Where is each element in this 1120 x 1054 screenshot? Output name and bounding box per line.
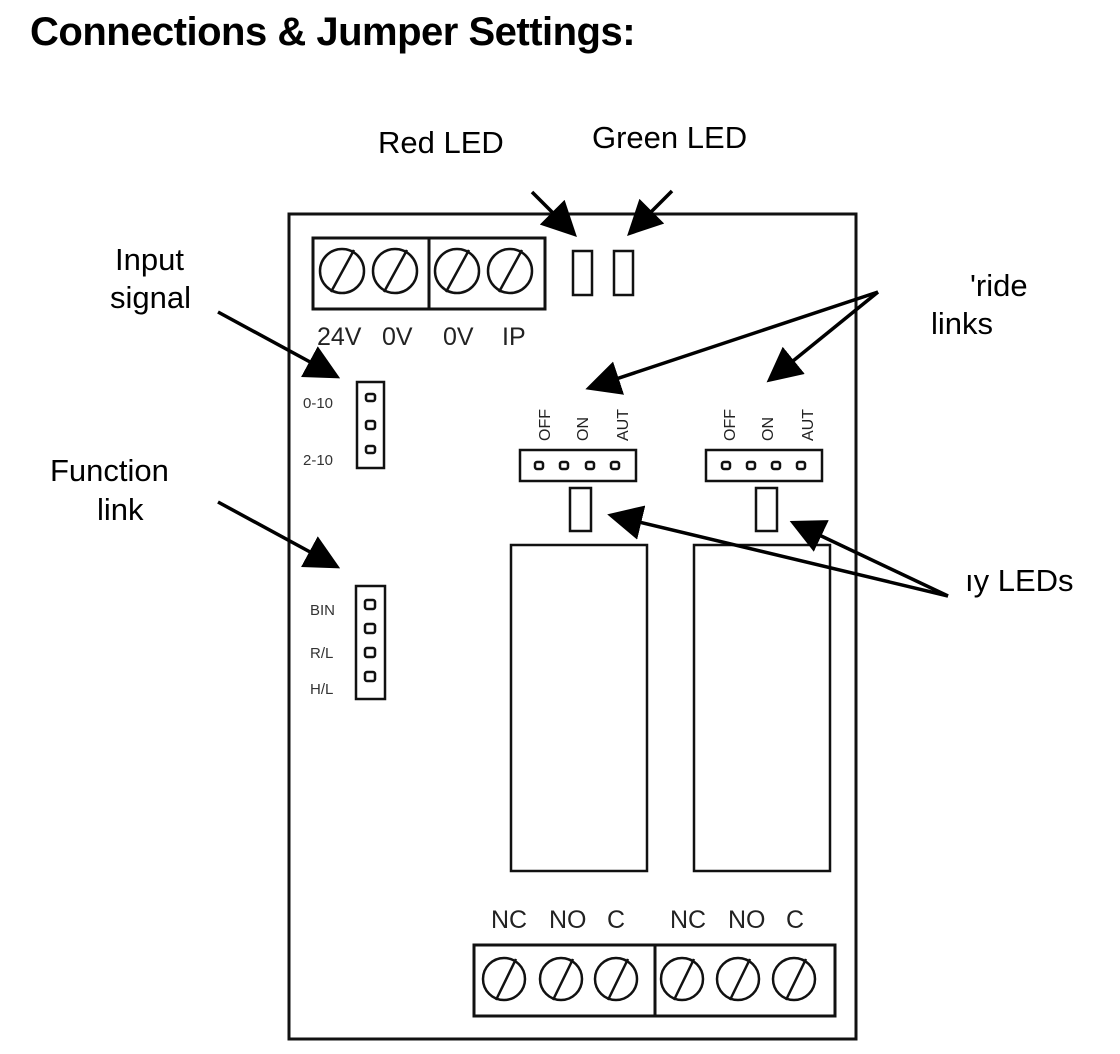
input-signal-label-line1: Input bbox=[115, 242, 184, 277]
relay-leds-label: ıy LEDs bbox=[965, 563, 1074, 598]
screw-terminal-relay-2-no[interactable] bbox=[715, 956, 761, 1002]
screw-terminal-24v[interactable] bbox=[318, 247, 366, 295]
green-led bbox=[612, 249, 635, 297]
override-2-label-on: ON bbox=[760, 417, 777, 441]
relay-led-arrow-2 bbox=[789, 520, 949, 598]
relay-2-terminal-label-nc: NC bbox=[670, 906, 706, 934]
override-jumper-2[interactable] bbox=[704, 448, 824, 483]
screw-terminal-relay-1-nc[interactable] bbox=[481, 956, 527, 1002]
input-signal-label-line2: signal bbox=[110, 280, 191, 315]
override-1-label-aut: AUT bbox=[615, 409, 632, 441]
relay-2-terminal-label-no: NO bbox=[728, 906, 766, 934]
terminal-label-0v-2: 0V bbox=[443, 323, 474, 351]
relay-1-terminal-label-c: C bbox=[607, 906, 625, 934]
screw-terminal-0v-2[interactable] bbox=[433, 247, 481, 295]
override-link-arrow-2 bbox=[766, 290, 880, 383]
relay-1-terminal-label-no: NO bbox=[549, 906, 587, 934]
relay-led-2 bbox=[754, 486, 779, 533]
override-jumper-1[interactable] bbox=[518, 448, 638, 483]
relay-led-arrow-1 bbox=[607, 505, 949, 598]
bottom-terminal-block bbox=[472, 943, 837, 1018]
red-led-arrow bbox=[530, 190, 577, 237]
terminal-label-24v: 24V bbox=[317, 323, 362, 351]
screw-terminal-ip[interactable] bbox=[486, 247, 534, 295]
relay-led-1 bbox=[568, 486, 593, 533]
function-jumper-label-hl: H/L bbox=[310, 681, 333, 698]
green-led-arrow bbox=[627, 189, 674, 236]
input-jumper-label-2-10: 2-10 bbox=[303, 452, 333, 469]
green-led-label: Green LED bbox=[592, 120, 747, 155]
terminal-label-0v-1: 0V bbox=[382, 323, 413, 351]
relay-1-terminal-label-nc: NC bbox=[491, 906, 527, 934]
override-links-label-line2: links bbox=[931, 306, 993, 341]
screw-terminal-relay-2-nc[interactable] bbox=[659, 956, 705, 1002]
override-2-label-aut: AUT bbox=[800, 409, 817, 441]
function-link-arrow bbox=[217, 500, 341, 569]
screw-terminal-relay-2-c[interactable] bbox=[771, 956, 817, 1002]
relay-2-terminal-label-c: C bbox=[786, 906, 804, 934]
function-link-label-line2: link bbox=[97, 492, 144, 527]
relay-1 bbox=[509, 543, 649, 873]
relay-2 bbox=[692, 543, 832, 873]
override-link-arrow-1 bbox=[585, 290, 879, 395]
input-signal-arrow bbox=[217, 310, 341, 379]
override-links-label-line1: 'ride bbox=[970, 268, 1028, 303]
override-1-label-on: ON bbox=[575, 417, 592, 441]
screw-terminal-relay-1-no[interactable] bbox=[538, 956, 584, 1002]
function-link-label-line1: Function bbox=[50, 453, 169, 488]
top-terminal-block bbox=[311, 236, 547, 311]
screw-terminal-relay-1-c[interactable] bbox=[593, 956, 639, 1002]
override-1-label-off: OFF bbox=[537, 409, 554, 441]
red-led-label: Red LED bbox=[378, 125, 504, 160]
screw-terminal-0v-1[interactable] bbox=[371, 247, 419, 295]
function-jumper[interactable] bbox=[354, 584, 387, 701]
input-signal-jumper[interactable] bbox=[355, 380, 386, 470]
function-jumper-label-rl: R/L bbox=[310, 645, 333, 662]
red-led bbox=[571, 249, 594, 297]
page-title: Connections & Jumper Settings: bbox=[30, 10, 636, 54]
input-jumper-label-0-10: 0-10 bbox=[303, 395, 333, 412]
override-2-label-off: OFF bbox=[722, 409, 739, 441]
terminal-label-ip: IP bbox=[502, 323, 526, 351]
function-jumper-label-bin: BIN bbox=[310, 602, 335, 619]
